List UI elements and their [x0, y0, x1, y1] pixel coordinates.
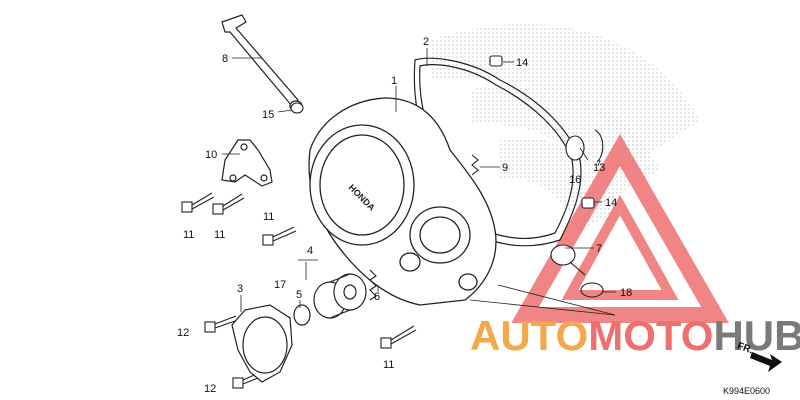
callout-17: 17: [274, 279, 286, 291]
callout-12-b: 12: [204, 383, 216, 395]
spring-part-6: [369, 269, 377, 301]
callout-18: 18: [620, 287, 632, 299]
bolt-part-12-a: [204, 315, 239, 333]
o-ring-part-18: [580, 282, 604, 298]
bracket-part-10: [221, 139, 273, 187]
cap-part-15: [290, 102, 304, 114]
callout-6: 6: [374, 291, 380, 303]
oil-filter-part-5: [313, 273, 367, 319]
callout-15: 15: [262, 109, 274, 121]
callout-11-b: 11: [214, 229, 225, 241]
callout-9: 9: [502, 162, 508, 174]
callout-14-b: 14: [605, 197, 617, 209]
front-direction-arrow-icon: [750, 352, 782, 372]
bolt-part-11-d: [380, 325, 417, 349]
watermark-wordmark: AUTOMOTOHUB: [470, 312, 800, 360]
oil-filter-cover-part-3: [231, 304, 293, 383]
callout-4: 4: [307, 245, 313, 257]
leader-lines: [222, 48, 616, 316]
callout-3: 3: [237, 283, 243, 295]
callout-7: 7: [596, 243, 602, 255]
bolt-part-11-b: [212, 193, 245, 215]
dowel-part-14-b: [581, 197, 595, 209]
shaft-part-8: [221, 14, 303, 112]
spring-part-9: [471, 154, 479, 176]
callout-10: 10: [205, 149, 217, 161]
callout-8: 8: [222, 53, 228, 65]
callout-13: 13: [593, 162, 605, 174]
callout-1: 1: [391, 75, 397, 87]
callout-16: 16: [569, 174, 581, 186]
diagram-code: K994E0600: [722, 386, 770, 396]
bolt-part-11-a: [181, 192, 215, 213]
callout-11-a: 11: [183, 229, 194, 241]
circlip-part-13: [594, 129, 604, 163]
watermark-part-2: MOTO: [588, 312, 714, 359]
callout-labels: 1 2 3 4 5 6 7 8 9 10 11 11 11 11 12 12 1…: [177, 36, 632, 395]
watermark-triangle-logo: [511, 133, 729, 323]
watermark-part-3: HUB: [713, 312, 800, 359]
callout-11-d: 11: [383, 359, 394, 371]
small-parts: [290, 55, 604, 298]
callout-2: 2: [423, 36, 429, 48]
oil-level-gauge-part-7: [550, 244, 576, 266]
seal-part-16: [565, 135, 585, 161]
right-crankcase-cover-part-1: HONDA: [308, 97, 497, 306]
dowel-part-14-a: [489, 55, 503, 67]
callout-5: 5: [296, 289, 302, 301]
callout-14-a: 14: [516, 57, 528, 69]
watermark-part-1: AUTO: [470, 312, 589, 359]
callout-11-c: 11: [263, 211, 274, 223]
callout-12-a: 12: [177, 327, 189, 339]
bolt-part-11-c: [262, 226, 297, 246]
o-ring-part-17: [293, 304, 311, 326]
